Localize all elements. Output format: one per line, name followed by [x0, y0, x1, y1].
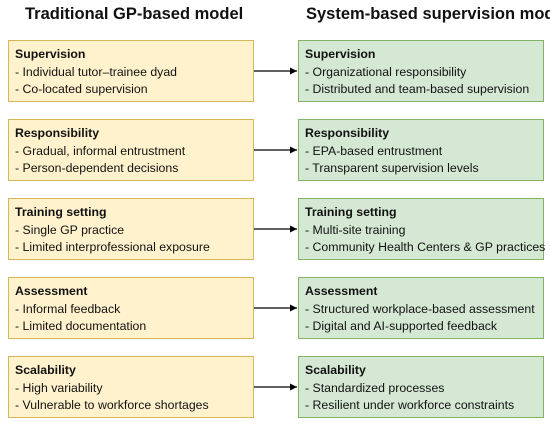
traditional-supervision-box: Supervision - Individual tutor–trainee d… — [8, 40, 254, 102]
box-line: - Transparent supervision levels — [305, 161, 479, 176]
box-line: - Standardized processes — [305, 380, 445, 395]
system-scalability-box: Scalability - Standardized processes - R… — [298, 356, 544, 418]
box-line: - Person-dependent decisions — [15, 161, 179, 176]
left-column-title: Traditional GP-based model — [25, 5, 244, 23]
box-title: Responsibility — [305, 126, 390, 140]
traditional-scalability-box: Scalability - High variability - Vulnera… — [8, 356, 254, 418]
box-line: - Organizational responsibility — [305, 64, 467, 79]
box-line: - Limited interprofessional exposure — [15, 240, 210, 255]
box-title: Assessment — [305, 284, 378, 298]
box-line: - Distributed and team-based supervision — [305, 82, 530, 97]
right-column-title: System-based supervision model — [306, 5, 550, 23]
box-title: Training setting — [15, 205, 107, 219]
box-title: Assessment — [15, 284, 88, 298]
traditional-assessment-box: Assessment - Informal feedback - Limited… — [8, 277, 254, 339]
box-line: - Limited documentation — [15, 319, 147, 334]
box-title: Scalability — [15, 363, 76, 377]
box-title: Responsibility — [15, 126, 100, 140]
box-line: - High variability — [15, 380, 103, 395]
box-line: - EPA-based entrustment — [305, 143, 443, 158]
box-line: - Structured workplace-based assessment — [305, 301, 535, 316]
box-line: - Vulnerable to workforce shortages — [15, 398, 209, 413]
traditional-training-setting-box: Training setting - Single GP practice - … — [8, 198, 254, 260]
system-training-setting-box: Training setting - Multi-site training -… — [298, 198, 546, 260]
box-line: - Digital and AI-supported feedback — [305, 319, 498, 334]
box-line: - Multi-site training — [305, 222, 406, 237]
box-line: - Community Health Centers & GP practice… — [305, 240, 546, 255]
traditional-responsibility-box: Responsibility - Gradual, informal entru… — [8, 119, 254, 181]
system-supervision-box: Supervision - Organizational responsibil… — [298, 40, 544, 102]
box-title: Supervision — [305, 47, 376, 61]
box-title: Scalability — [305, 363, 366, 377]
box-line: - Gradual, informal entrustment — [15, 143, 186, 158]
box-title: Training setting — [305, 205, 397, 219]
system-responsibility-box: Responsibility - EPA-based entrustment -… — [298, 119, 544, 181]
box-line: - Informal feedback — [15, 301, 121, 316]
box-line: - Resilient under workforce constraints — [305, 398, 515, 413]
system-assessment-box: Assessment - Structured workplace-based … — [298, 277, 544, 339]
box-title: Supervision — [15, 47, 86, 61]
box-line: - Single GP practice — [15, 222, 125, 237]
box-line: - Individual tutor–trainee dyad — [15, 64, 178, 79]
box-line: - Co-located supervision — [15, 82, 148, 97]
